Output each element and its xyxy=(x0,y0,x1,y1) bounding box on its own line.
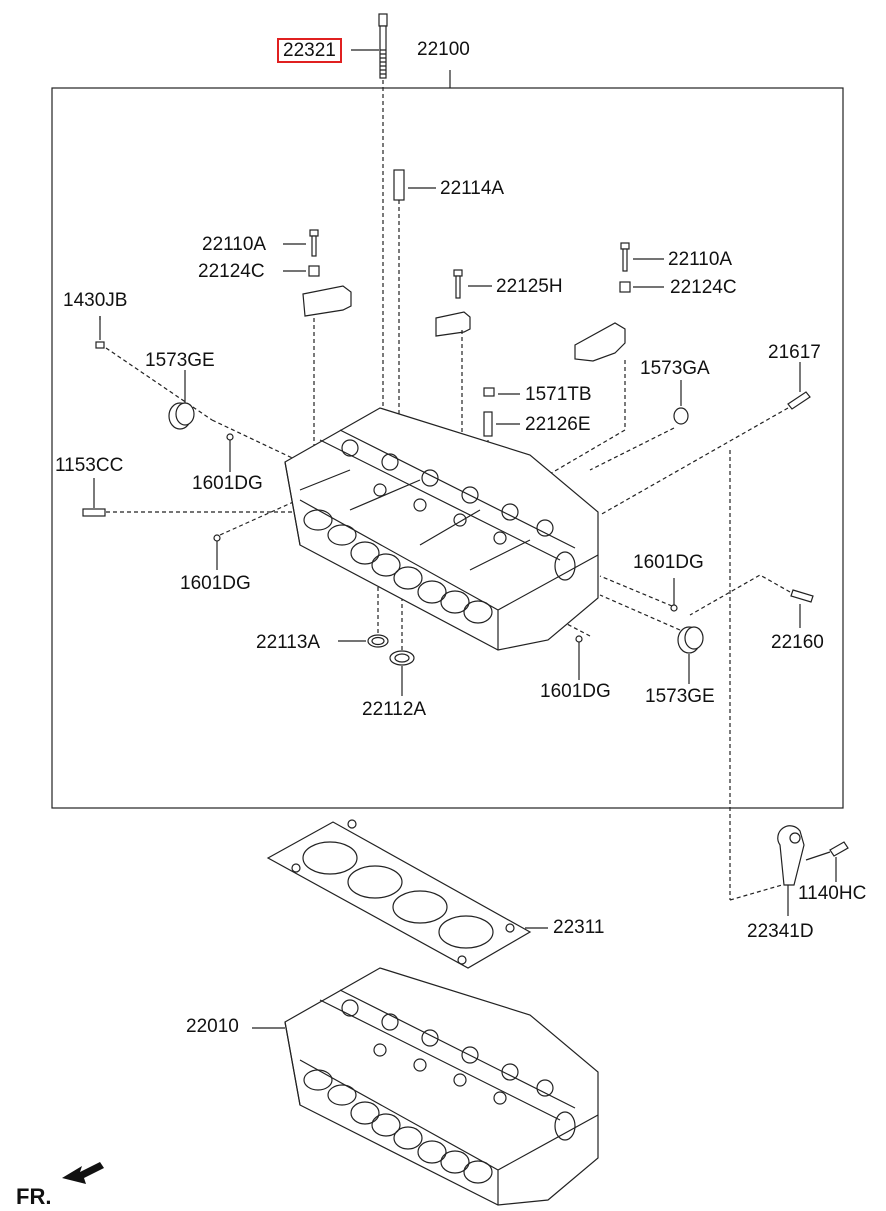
part-label-1430jb[interactable]: 1430JB xyxy=(63,290,128,311)
cam-cap-middle xyxy=(435,311,471,337)
part-label-1573ga[interactable]: 1573GA xyxy=(640,358,710,379)
part-label-22124c-left[interactable]: 22124C xyxy=(198,261,265,282)
plug-small xyxy=(673,407,689,425)
part-label-22126e[interactable]: 22126E xyxy=(525,414,591,435)
part-label-1601dg-d[interactable]: 1601DG xyxy=(540,681,611,702)
part-label-22311[interactable]: 22311 xyxy=(553,917,605,938)
part-label-22125h[interactable]: 22125H xyxy=(496,276,563,297)
cam-cap-left xyxy=(302,285,352,317)
seal-22113a xyxy=(367,634,389,648)
part-label-22114a[interactable]: 22114A xyxy=(440,178,505,199)
washer-left xyxy=(308,265,320,277)
part-label-1601dg-b[interactable]: 1601DG xyxy=(180,573,251,594)
part-label-21617[interactable]: 21617 xyxy=(768,342,821,363)
part-label-22110a-right[interactable]: 22110A xyxy=(668,249,733,270)
part-label-1153cc[interactable]: 1153CC xyxy=(55,455,124,476)
stud-21617 xyxy=(787,391,811,410)
part-label-1571tb[interactable]: 1571TB xyxy=(525,384,592,405)
bolt-1140hc xyxy=(829,841,849,857)
cam-cap-right xyxy=(574,322,626,362)
part-label-22113a[interactable]: 22113A xyxy=(256,632,321,653)
part-label-22010[interactable]: 22010 xyxy=(186,1016,239,1037)
part-label-22124c-right[interactable]: 22124C xyxy=(670,277,737,298)
part-label-22160[interactable]: 22160 xyxy=(771,632,824,653)
part-label-22341d[interactable]: 22341D xyxy=(747,921,814,942)
bracket-22341d xyxy=(777,825,805,886)
sleeve xyxy=(393,169,405,201)
part-label-1140hc[interactable]: 1140HC xyxy=(798,883,867,904)
stud-22160 xyxy=(790,589,814,603)
part-label-1601dg-a[interactable]: 1601DG xyxy=(192,473,263,494)
part-label-22100[interactable]: 22100 xyxy=(417,39,470,60)
cylinder-head-lower xyxy=(284,967,599,1206)
part-label-22110a-left[interactable]: 22110A xyxy=(202,234,267,255)
assembly-frame xyxy=(51,87,844,809)
cylinder-head-upper xyxy=(284,407,599,651)
part-label-22112a[interactable]: 22112A xyxy=(362,699,427,720)
part-label-1573ge-top[interactable]: 1573GE xyxy=(145,350,215,371)
seal-22112a xyxy=(389,650,415,666)
front-arrow-icon xyxy=(62,1162,104,1184)
head-gasket xyxy=(266,819,532,969)
head-bolt xyxy=(378,13,388,79)
part-label-1601dg-c[interactable]: 1601DG xyxy=(633,552,704,573)
part-label-22321[interactable]: 22321 xyxy=(277,38,342,63)
bolt-small xyxy=(309,229,319,237)
stud-1153cc xyxy=(82,508,106,517)
part-label-1573ge-bottom[interactable]: 1573GE xyxy=(645,686,715,707)
front-direction-label: FR. xyxy=(16,1184,52,1209)
